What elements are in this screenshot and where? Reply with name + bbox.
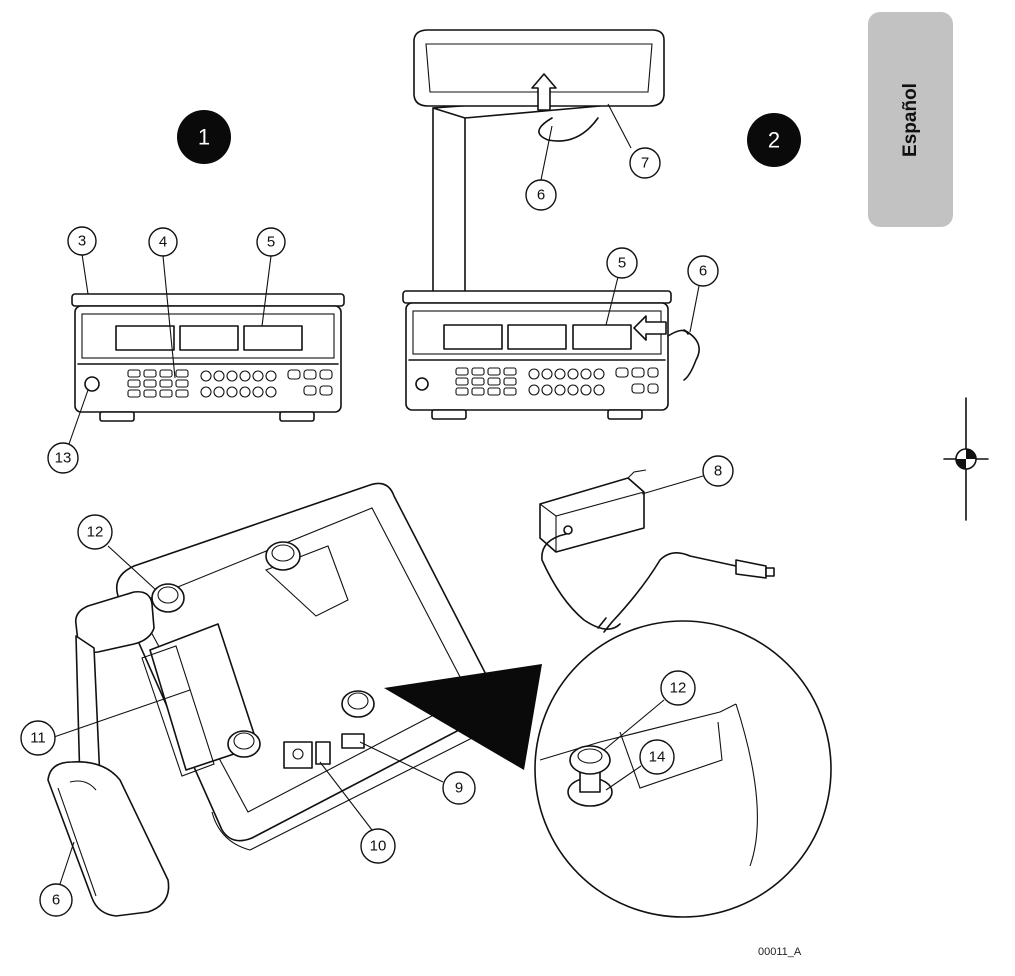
callout-6-cable: 6	[687, 255, 719, 287]
svg-text:13: 13	[55, 450, 72, 467]
keypad	[455, 367, 659, 396]
registration-mark-icon	[943, 397, 989, 521]
svg-text:5: 5	[618, 255, 626, 272]
svg-text:3: 3	[78, 233, 86, 250]
left-arrow-icon	[633, 315, 667, 341]
scale-pole-view	[402, 29, 700, 420]
customer-display	[413, 29, 665, 107]
weighing-platter	[71, 293, 345, 307]
svg-text:10: 10	[370, 838, 387, 855]
callout-3: 3	[67, 226, 97, 256]
callout-11: 11	[20, 720, 56, 756]
svg-text:5: 5	[267, 234, 275, 251]
data-port	[341, 733, 365, 749]
scale-front-view	[71, 293, 345, 422]
svg-text:12: 12	[670, 680, 687, 697]
rubber-feet	[151, 541, 375, 758]
callout-10: 10	[360, 828, 396, 864]
svg-text:14: 14	[649, 749, 666, 766]
rotate-arrow-icon	[538, 117, 599, 142]
callout-12-zoom: 12	[660, 670, 696, 706]
svg-text:12: 12	[87, 524, 104, 541]
callout-12: 12	[77, 514, 113, 550]
display-window-2	[179, 325, 239, 351]
callout-9: 9	[442, 771, 476, 805]
callout-8: 8	[702, 455, 734, 487]
power-port	[283, 741, 313, 769]
up-arrow-icon	[531, 73, 557, 111]
callout-13: 13	[47, 442, 79, 474]
figure-code: 00011_A	[758, 946, 802, 958]
svg-text:8: 8	[714, 463, 722, 480]
adapter-plug	[735, 559, 767, 579]
callout-7: 7	[629, 147, 661, 179]
svg-text:4: 4	[159, 234, 167, 251]
svg-text:6: 6	[52, 892, 60, 909]
svg-text:6: 6	[699, 263, 707, 280]
callout-4: 4	[148, 227, 178, 257]
step-badge-1-label: 1	[198, 125, 210, 150]
svg-text:9: 9	[455, 780, 463, 797]
weighing-platter	[402, 290, 672, 304]
scale-underside-view	[47, 482, 497, 917]
svg-text:6: 6	[537, 187, 545, 204]
step-badge-1: 1	[177, 110, 231, 164]
step-badge-2: 2	[747, 113, 801, 167]
step-badge-2-label: 2	[768, 128, 780, 153]
foot	[279, 411, 315, 422]
power-button	[84, 376, 100, 392]
callout-6-bottom: 6	[39, 883, 73, 917]
display-window-3	[243, 325, 303, 351]
callout-6-top: 6	[525, 179, 557, 211]
zoom-wedge	[384, 664, 542, 770]
language-tab: Español	[868, 12, 953, 227]
display-window-1	[115, 325, 175, 351]
foot	[99, 411, 135, 422]
callout-14: 14	[639, 739, 675, 775]
pole-display-head	[47, 761, 170, 917]
svg-text:7: 7	[641, 155, 649, 172]
cable-loop-icon	[683, 329, 700, 381]
leader-lines	[53, 103, 704, 885]
svg-text:11: 11	[30, 730, 46, 747]
foot-top	[569, 745, 611, 775]
callout-5: 5	[256, 227, 286, 257]
keypad	[127, 369, 333, 398]
callout-5-pole: 5	[606, 247, 638, 279]
magnified-foot-view	[534, 620, 832, 918]
display-pole	[432, 107, 466, 297]
power-adapter	[539, 469, 775, 633]
